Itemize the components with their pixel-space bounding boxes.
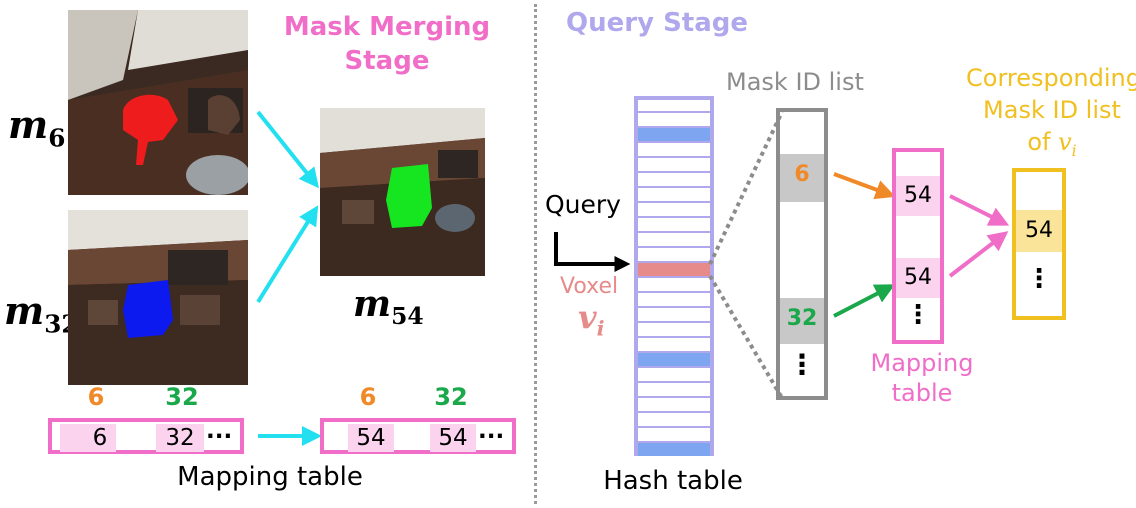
arrow-orange-icon [833,172,896,200]
table-before-cell-bg-a [60,424,116,452]
mask-merging-title: Mask Merging Stage [282,10,492,78]
corr-cell: 54 [1025,218,1053,243]
maskid-cell-a: 6 [794,162,810,187]
scene-image-mask-6-svg [68,10,248,195]
map-cell-bg-a [896,176,940,216]
mask-label-merged: m54 [353,283,424,330]
corr-symbol-base: v [1058,128,1072,156]
maskid-dots: ⋮ [788,348,816,381]
table-after-header-a: 6 [359,383,377,411]
table-before-header-b: 32 [165,383,199,411]
mapping-right-line1: Mapping [870,349,974,377]
voxel-symbol-sub: i [596,315,605,341]
voxel-label: Voxel [560,274,619,299]
mask-label-merged-sub: 54 [391,302,424,331]
mask-label-merged-base: m [353,283,392,325]
mapping-table-label: Mapping table [177,462,363,492]
arrow-pink-icon [949,194,1010,226]
mask-label-a-sub: 6 [48,123,66,153]
arrow-cyan-icon [256,205,319,304]
maskid-cell-bg-b [780,298,824,344]
maskid-cell-b: 32 [786,306,818,331]
table-before-ellipsis: ··· [206,424,233,450]
chair-blue-mask-icon [123,280,173,338]
arrow-green-icon [833,284,896,318]
hash-table-label: Hash table [603,466,743,496]
mapping-table-before: 6 32 ··· [48,418,244,454]
hash-row-voxel [638,263,710,276]
map-cell-a: 54 [904,183,932,208]
table-before-cell-b: 32 [165,425,195,451]
voxel-symbol: vi [578,298,605,340]
scene-image-mask-32 [68,210,248,385]
maskid-cell-bg-a [780,154,824,202]
mapping-table-after: 54 54 ··· [320,418,516,454]
corr-dots: ⋮ [1026,264,1052,294]
lookup-arrows [833,172,896,318]
chair-green-mask-icon [386,164,432,228]
table-after-header-b: 32 [434,383,468,411]
corr-line2: Mask ID list [983,96,1121,124]
corr-symbol: vi [1058,128,1077,160]
hash-row-occupied [638,353,710,366]
mapping-table-right: 54 54 ⋮ [892,148,944,344]
table-before-cell-a: 6 [92,425,108,451]
mapping-table-right-label: Mapping table [862,348,982,408]
scene-image-mask-54-svg [320,108,485,276]
chair-red-mask-icon [123,94,178,165]
map-dots: ⋮ [905,300,931,330]
corr-line1: Corresponding [966,64,1136,92]
corr-line3: of vi [966,126,1136,167]
map-cell-bg-b [896,258,940,298]
maskid-list-label: Mask ID list [726,68,864,96]
scene-image-mask-32-svg [68,210,248,385]
merge-arrows-right [948,194,1010,278]
mask-label-a-base: m [8,102,49,147]
table-after-cell-bg-a [348,424,394,452]
table-before-header-a: 6 [87,383,105,411]
stage-divider [534,4,537,504]
mask-label-b-base: m [4,288,45,333]
merge-arrows [256,110,319,304]
hash-row-occupied [638,128,710,141]
corr-line3-prefix: of [1027,128,1051,156]
corr-symbol-sub: i [1071,141,1077,160]
query-label: Query [545,190,621,219]
hash-row-occupied [638,443,710,456]
arrow-table [258,426,322,446]
corresponding-list: 54 ⋮ [1012,168,1066,320]
table-before-cell-bg-b [156,424,204,452]
table-after-cell-a: 54 [356,425,386,451]
mask-label-a: m6 [8,102,65,153]
corr-cell-bg [1016,210,1062,252]
query-arrow-icon [554,232,631,272]
mask-merging-title-line1: Mask Merging [283,12,491,42]
maskid-list: 6 32 ⋮ [776,108,828,400]
map-cell-b: 54 [904,265,932,290]
mapping-right-line2: table [891,379,953,407]
query-arrow [554,232,631,272]
arrow-cyan-icon [256,110,319,189]
table-after-cell-bg-b [430,424,476,452]
arrow-pink-icon [948,231,1009,278]
table-after-cell-b: 54 [438,425,468,451]
query-stage-title: Query Stage [566,8,749,38]
corresponding-label: Corresponding Mask ID list of vi [966,62,1136,167]
mask-merging-title-line2: Stage [344,46,430,76]
voxel-symbol-base: v [578,298,597,336]
scene-image-mask-54 [320,108,485,276]
table-after-ellipsis: ··· [478,424,505,450]
scene-image-mask-6 [68,10,248,195]
